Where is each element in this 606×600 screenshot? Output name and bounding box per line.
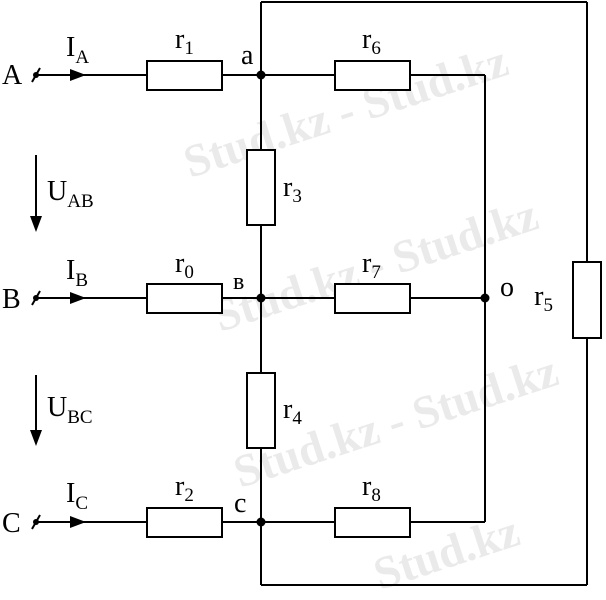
- node-a-dot: [256, 70, 266, 80]
- watermark-text-1: Stud.kz - Stud.kz: [177, 35, 514, 188]
- resistor-label-r7: r7: [362, 248, 381, 283]
- current-label-A: IA: [66, 32, 89, 68]
- resistor-r6: [334, 60, 411, 91]
- terminal-C-label: C: [2, 508, 21, 539]
- node-o-dot: [480, 293, 490, 303]
- node-label-b: в: [233, 269, 244, 295]
- resistor-label-r2: r2: [175, 471, 194, 506]
- current-arrow-A: [70, 69, 86, 81]
- resistor-label-r4: r4: [283, 394, 302, 429]
- terminal-C-marker: [31, 514, 41, 530]
- resistor-label-r1: r1: [175, 24, 194, 59]
- resistor-r5: [572, 261, 602, 339]
- resistor-r3: [246, 149, 276, 226]
- voltage-arrow-BC: [30, 375, 42, 446]
- resistor-label-r3: r3: [283, 172, 302, 207]
- resistor-r7: [334, 283, 411, 314]
- resistor-r2: [146, 507, 223, 538]
- resistor-label-r8: r8: [362, 471, 381, 506]
- resistor-r0: [146, 283, 223, 314]
- voltage-label-AB: UAB: [47, 176, 94, 212]
- resistor-label-r5: r5: [534, 281, 553, 316]
- voltage-arrow-AB: [30, 155, 42, 232]
- node-label-o: o: [500, 272, 514, 303]
- resistor-r4: [246, 372, 276, 449]
- voltage-label-BC: UBC: [47, 392, 93, 428]
- current-arrow-B: [70, 292, 86, 304]
- resistor-r8: [334, 507, 411, 538]
- resistor-label-r0: r0: [175, 248, 194, 283]
- current-arrow-C: [70, 516, 86, 528]
- terminal-A-marker: [31, 67, 41, 83]
- node-b-dot: [256, 293, 266, 303]
- current-label-C: IC: [66, 478, 88, 514]
- node-c-dot: [256, 517, 266, 527]
- terminal-A-label: A: [2, 60, 23, 91]
- terminal-B-marker: [31, 290, 41, 306]
- resistor-r1: [146, 60, 223, 91]
- resistor-label-r6: r6: [362, 24, 381, 59]
- node-label-a: a: [241, 40, 254, 71]
- current-label-B: IB: [66, 255, 88, 291]
- node-label-c: c: [234, 488, 246, 519]
- watermark-text-3: Stud.kz - Stud.kz: [227, 345, 564, 498]
- terminal-B-label: B: [2, 284, 21, 315]
